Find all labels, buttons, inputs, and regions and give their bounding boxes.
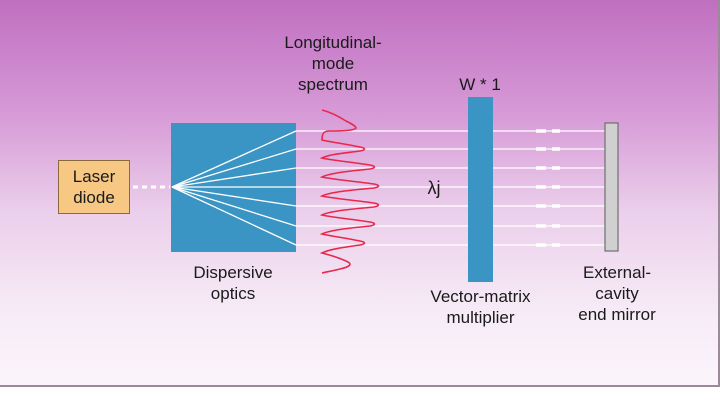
fan-rays bbox=[171, 130, 297, 246]
vector-matrix-multiplier bbox=[468, 97, 493, 282]
lambda-label: λj bbox=[427, 178, 441, 198]
spectrum-curve bbox=[319, 109, 380, 274]
mirror-label: External- cavity end mirror bbox=[578, 263, 656, 324]
laser-diode-label: Laser diode bbox=[72, 167, 116, 207]
laser-diode-box bbox=[58, 160, 130, 214]
dispersive-optics-label: Dispersive optics bbox=[193, 263, 273, 303]
spectrum-label: Longitudinal- mode spectrum bbox=[284, 33, 382, 94]
weight-label: W * 1 bbox=[459, 75, 501, 94]
beam-dashes bbox=[536, 129, 560, 247]
end-mirror bbox=[604, 122, 619, 252]
vmm-label: Vector-matrix multiplier bbox=[430, 287, 531, 327]
